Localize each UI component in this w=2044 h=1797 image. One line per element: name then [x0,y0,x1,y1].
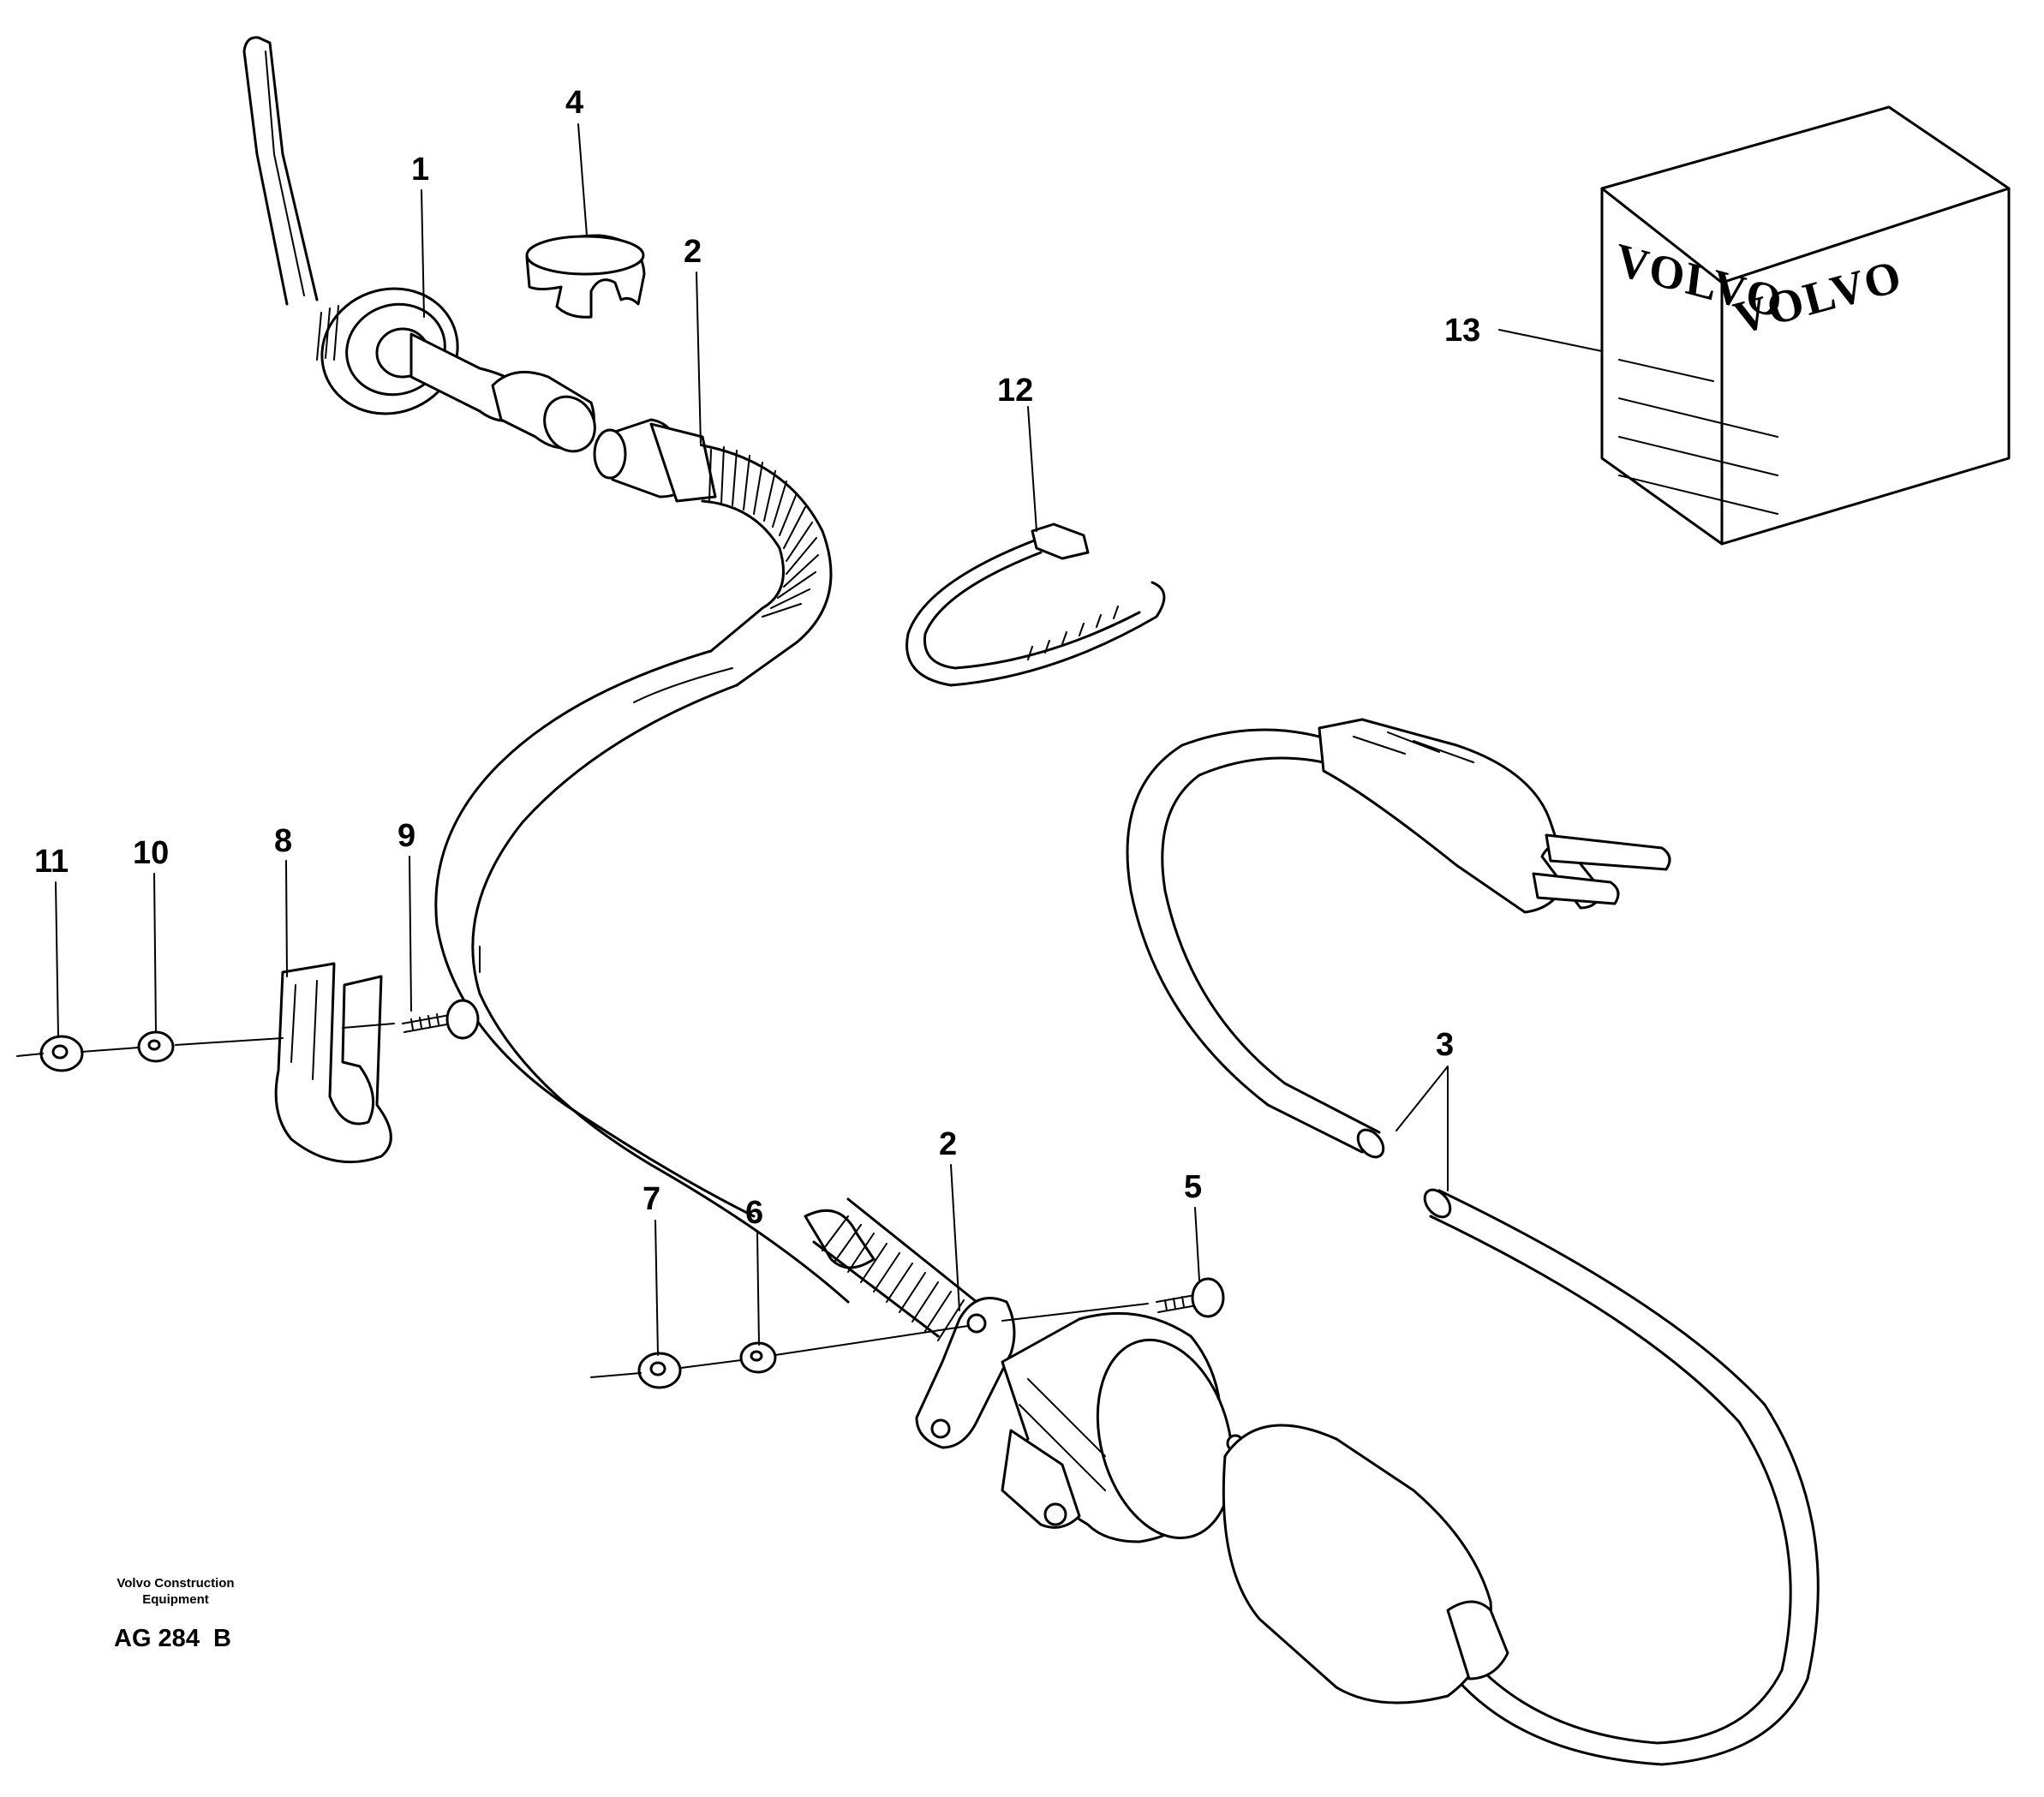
callout-10: 10 [133,835,169,871]
callout-1: 1 [411,152,429,188]
callout-4: 4 [565,85,583,121]
cable-tie [905,522,1166,687]
callout-2-top: 2 [684,234,702,270]
callout-6: 6 [745,1195,763,1231]
callout-7: 7 [642,1181,660,1217]
callout-11: 11 [34,844,69,880]
callout-12: 12 [997,373,1033,409]
leader-lines [55,123,1603,1356]
callout-9: 9 [397,818,415,854]
callout-3: 3 [1436,1027,1454,1063]
callout-5: 5 [1184,1169,1202,1205]
cable-hose [434,418,978,1341]
callout-2-bottom: 2 [939,1126,957,1162]
heater-element [242,36,596,453]
sleeve [525,234,646,319]
volvo-box: VOLVO VOLVO [1600,105,2011,546]
callouts: 1 4 2 12 13 3 2 5 6 7 8 9 10 11 [34,85,1480,1231]
socket-bracket [915,1297,1245,1543]
plug-cable [1126,718,1820,1766]
callout-13: 13 [1444,313,1480,349]
clamp [274,962,392,1164]
figure-reference: AG 284 B [114,1625,231,1652]
figure-credit: Volvo Construction Equipment AG 284 B [114,1576,235,1652]
credit-line-2: Equipment [142,1592,209,1607]
callout-8: 8 [274,823,292,859]
credit-line-1: Volvo Construction [117,1576,234,1591]
hardware [16,999,1225,1389]
